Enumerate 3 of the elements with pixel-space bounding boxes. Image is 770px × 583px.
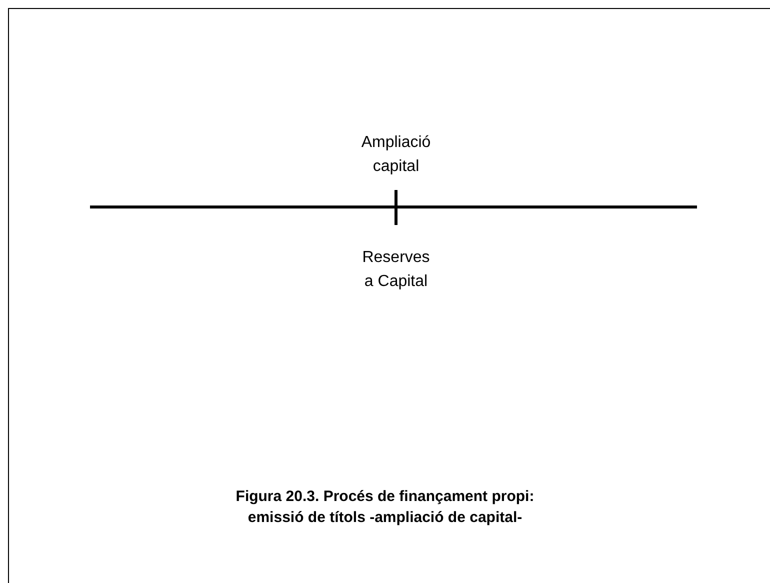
- timeline-label: Reserves a Capital: [362, 248, 430, 292]
- timeline-label: Ampliació capital: [361, 133, 431, 177]
- figure-caption: Figura 20.3. Procés de finançament propi: emissió de títols -ampliació de capital-: [234, 487, 536, 528]
